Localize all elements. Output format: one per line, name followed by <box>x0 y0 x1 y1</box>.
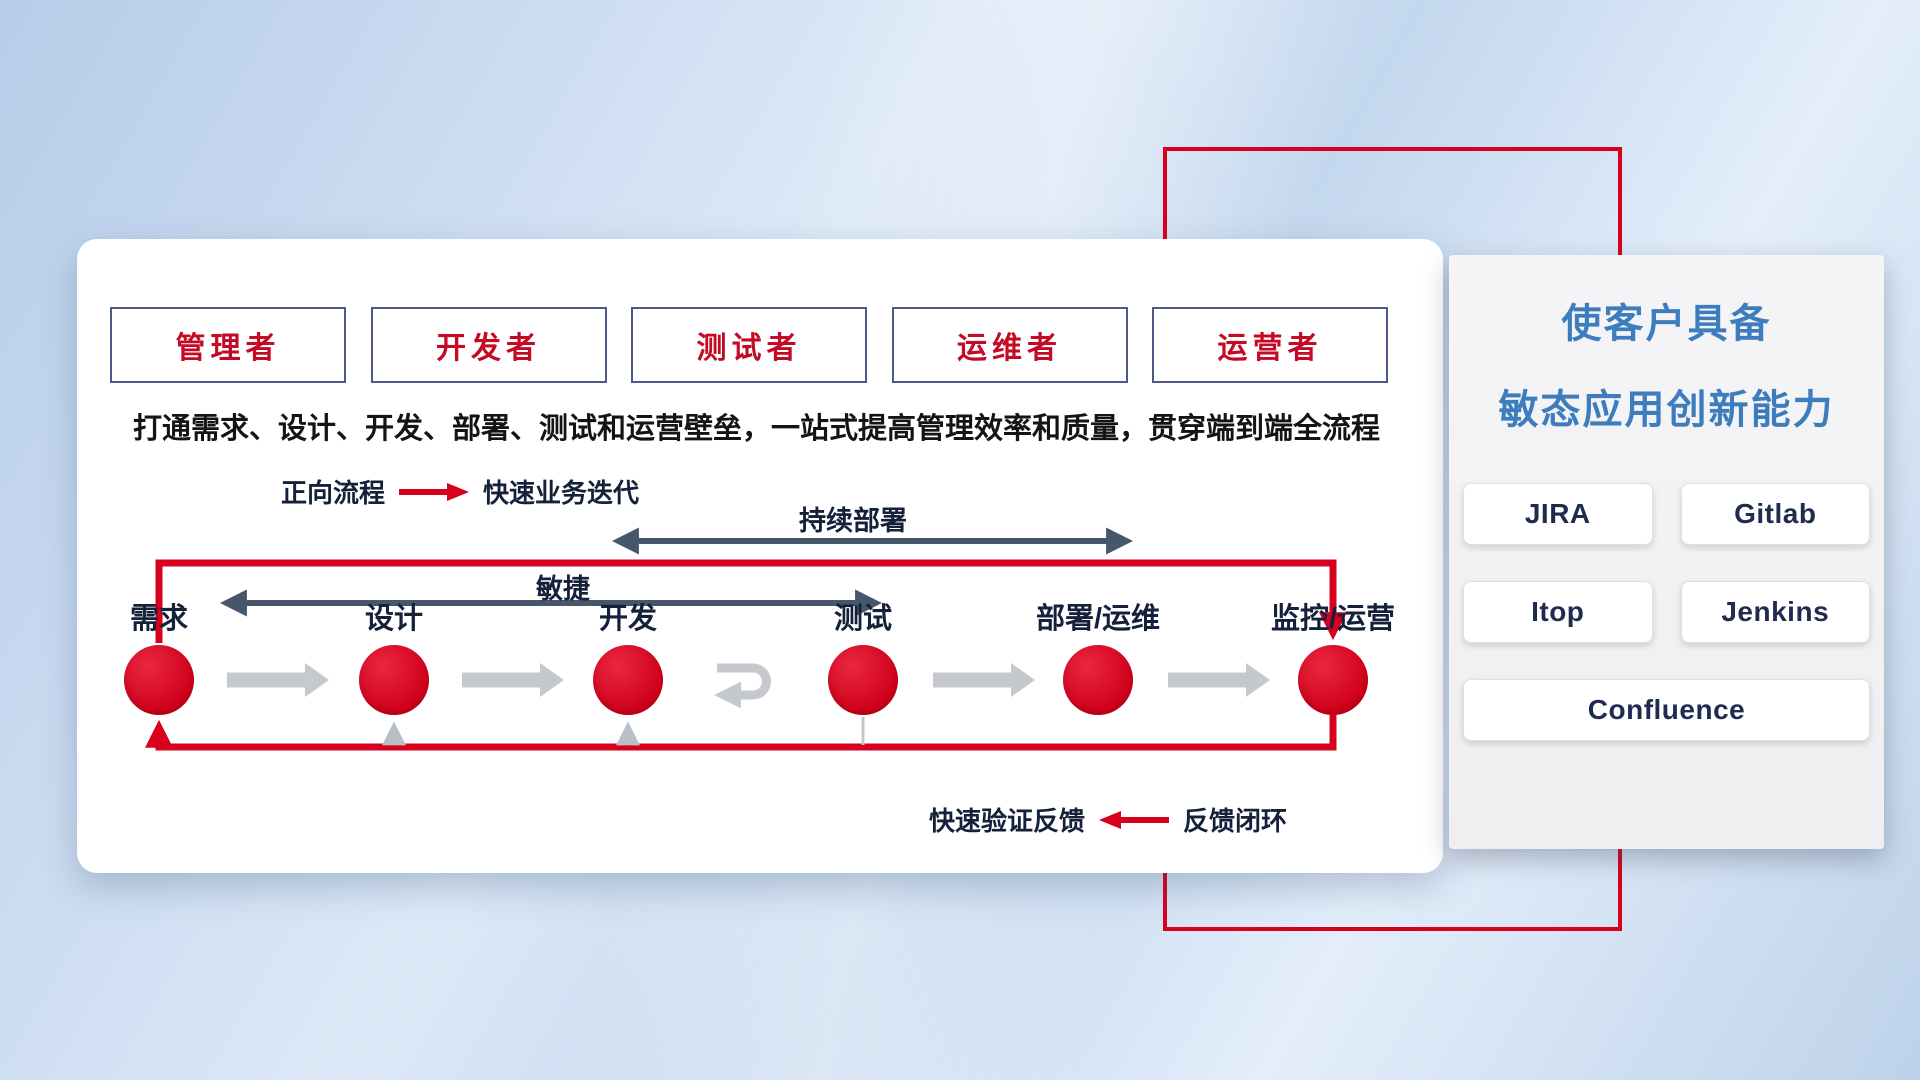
node-circle <box>1298 645 1368 715</box>
role-box-operator: 运营者 <box>1152 307 1388 383</box>
flow-node-testing: 测试 <box>783 599 943 715</box>
node-label: 开发 <box>598 603 657 635</box>
node-label: 测试 <box>833 603 892 635</box>
node-circle <box>828 645 898 715</box>
role-box-manager: 管理者 <box>110 307 346 383</box>
node-label: 设计 <box>364 603 423 635</box>
flow-node-deploy-ops: 部署/运维 <box>1018 599 1178 715</box>
flow-node-monitor-operation: 监控/运营 <box>1253 599 1413 715</box>
node-circle <box>359 645 429 715</box>
panel-title-line1: 使客户具备 <box>1561 302 1772 346</box>
legend-feedback-label: 反馈闭环 <box>1183 806 1288 836</box>
role-box-tester: 测试者 <box>631 307 867 383</box>
iterate-loop-icon <box>714 663 771 709</box>
node-label: 部署/运维 <box>1035 603 1161 635</box>
node-label: 需求 <box>129 603 188 635</box>
feedback-arrow-icon <box>1099 810 1170 829</box>
tool-chip-gitlab: Gitlab <box>1680 483 1870 545</box>
tool-chip-jenkins: Jenkins <box>1680 581 1870 643</box>
tools-grid: JIRA Gitlab Itop Jenkins Confluence <box>1463 483 1870 741</box>
panel-title-line2: 敏态应用创新能力 <box>1498 388 1835 432</box>
step-arrow-icon <box>1168 663 1270 697</box>
panel-title: 使客户具备 敏态应用创新能力 <box>1449 299 1884 435</box>
tool-chip-jira: JIRA <box>1463 483 1653 545</box>
flow-node-development: 开发 <box>548 599 708 715</box>
role-box-ops: 运维者 <box>891 307 1128 383</box>
legend-forward-flow: 正向流程 快速业务迭代 <box>281 473 639 510</box>
forward-loop-line <box>155 559 1347 643</box>
node-circle <box>1063 645 1133 715</box>
node-label: 监控/运营 <box>1270 603 1396 635</box>
flow-node-requirements: 需求 <box>79 599 239 715</box>
feedback-loop-line <box>145 715 1337 751</box>
legend-feedback-desc: 快速验证反馈 <box>929 806 1086 836</box>
step-arrow-icon <box>227 663 329 697</box>
step-arrow-icon <box>462 663 564 697</box>
flow-node-design: 设计 <box>314 599 474 715</box>
legend-forward-desc: 快速业务迭代 <box>483 478 640 508</box>
tool-chip-confluence: Confluence <box>1463 679 1870 741</box>
capability-panel: 使客户具备 敏态应用创新能力 JIRA Gitlab Itop Jenkins … <box>1449 255 1884 849</box>
role-box-developer: 开发者 <box>370 307 607 383</box>
headline-text: 打通需求、设计、开发、部署、测试和运营壁垒，一站式提高管理效率和质量，贯穿端到端… <box>133 413 1381 445</box>
flow-diagram-graphic <box>145 527 1347 751</box>
forward-arrow-icon <box>399 482 470 501</box>
agile-span-label: 敏捷 <box>536 574 590 604</box>
workflow-card: 管理者 开发者 测试者 运维者 运营者 打通需求、设计、开发、部署、测试和运营壁… <box>77 239 1443 873</box>
legend-feedback-loop: 快速验证反馈 反馈闭环 <box>929 801 1287 838</box>
tool-chip-itop: Itop <box>1463 581 1653 643</box>
step-arrow-icon <box>933 663 1035 697</box>
node-circle <box>124 645 194 715</box>
roles-row: 管理者 开发者 测试者 运维者 运营者 <box>110 307 1388 383</box>
legend-forward-label: 正向流程 <box>281 478 386 508</box>
node-circle <box>593 645 663 715</box>
cd-span-label: 持续部署 <box>799 506 907 536</box>
